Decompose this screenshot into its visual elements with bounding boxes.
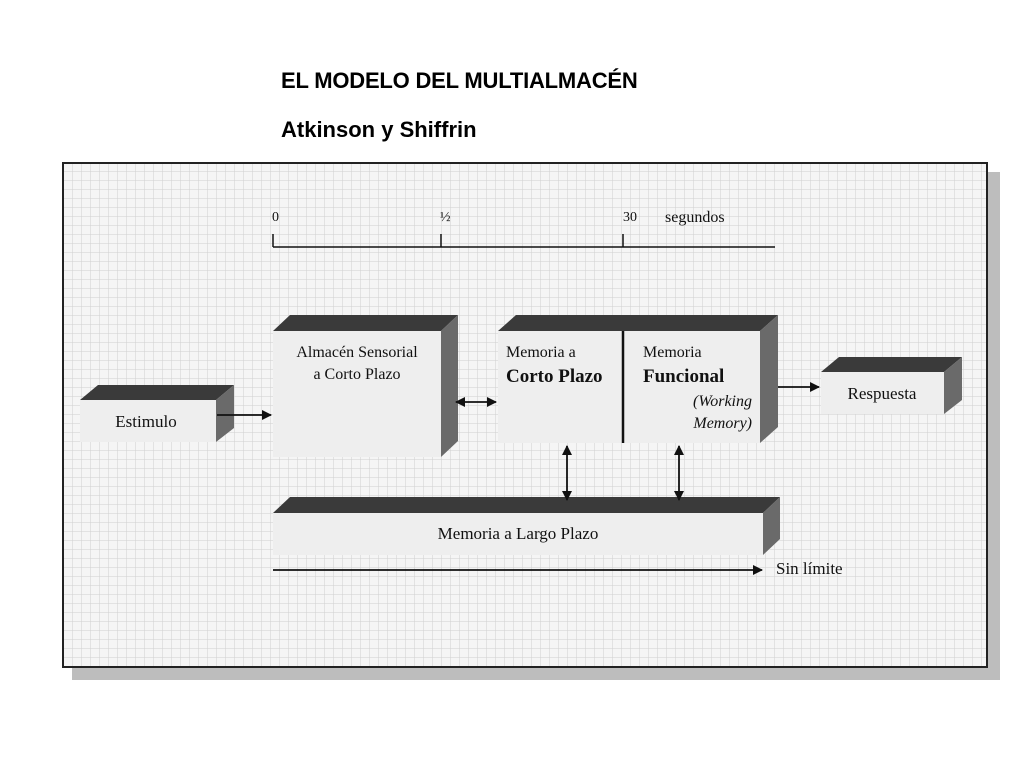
funcional-label-line3: (Working <box>693 393 752 410</box>
arrows <box>217 382 820 575</box>
largo-plazo-label: Memoria a Largo Plazo <box>438 524 599 543</box>
page-subtitle: Atkinson y Shiffrin <box>281 117 477 142</box>
estimulo-box: Estimulo <box>80 385 234 442</box>
corto-label-line2: Corto Plazo <box>506 366 603 387</box>
timeline: 0 ½ 30 segundos <box>272 209 775 248</box>
respuesta-box: Respuesta <box>821 357 962 414</box>
sin-limite-label: Sin límite <box>776 559 843 578</box>
respuesta-label: Respuesta <box>848 384 917 403</box>
estimulo-label: Estimulo <box>115 412 176 431</box>
tick-label-half: ½ <box>440 210 451 225</box>
short-term-memory-box: Memoria a Corto Plazo Memoria Funcional … <box>498 315 778 443</box>
page-title: EL MODELO DEL MULTIALMACÉN <box>281 68 638 93</box>
tick-label-30: 30 <box>623 210 637 225</box>
long-term-memory-box: Memoria a Largo Plazo <box>273 497 780 555</box>
corto-label-line1: Memoria a <box>506 344 576 361</box>
timeline-unit-label: segundos <box>665 209 725 226</box>
tick-label-0: 0 <box>272 210 279 225</box>
sensorial-label-line1: Almacén Sensorial <box>296 344 418 361</box>
sensorial-label-line2: a Corto Plazo <box>313 366 400 383</box>
funcional-label-line2: Funcional <box>643 366 724 387</box>
sensorial-store-box: Almacén Sensorial a Corto Plazo <box>273 315 458 457</box>
funcional-label-line1: Memoria <box>643 344 702 361</box>
funcional-label-line4: Memory) <box>692 415 752 432</box>
